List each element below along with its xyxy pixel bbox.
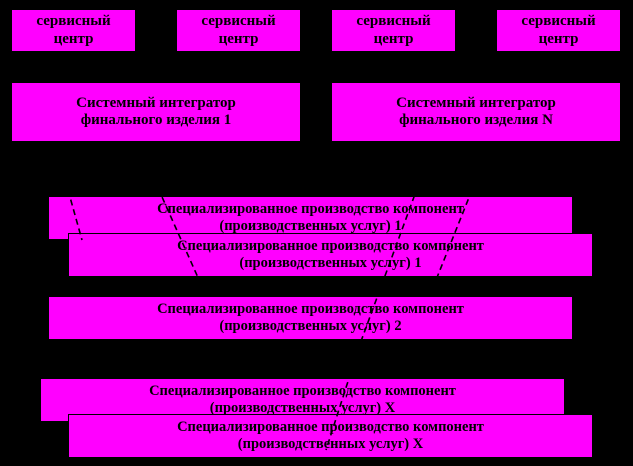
producer-label-line1: Специализированное производство компонен…: [177, 238, 484, 255]
producer-label-line1: Специализированное производство компонен…: [149, 383, 456, 400]
integrator-label-line2: финального изделия 1: [80, 112, 232, 128]
producer-x-front: Специализированное производство компонен…: [68, 414, 593, 458]
service-center-label-line2: центр: [218, 30, 259, 47]
integrator-label-line1: Системный интегратор: [76, 94, 236, 111]
producer-label-line1: Специализированное производство компонен…: [177, 419, 484, 436]
integrator-label-line2: финального изделия N: [399, 112, 553, 128]
service-center-label-line2: центр: [538, 30, 579, 47]
producer-label-line2: (производственных услуг) 2: [219, 318, 402, 334]
producer-label-line1: Специализированное производство компонен…: [157, 201, 464, 218]
service-center-label-line1: сервисный: [201, 13, 276, 30]
producer-label-line2: (производственных услуг) X: [237, 436, 424, 452]
producer-label-line2: (производственных услуг) 1: [239, 255, 422, 271]
service-center-label-line1: сервисный: [36, 13, 111, 30]
service-center-label-line2: центр: [53, 30, 94, 47]
service-center-label-line2: центр: [373, 30, 414, 47]
producer-label-line1: Специализированное производство компонен…: [157, 301, 464, 318]
producer-label-line2: (производственных услуг) 1: [219, 218, 402, 234]
producer-2: Специализированное производство компонен…: [48, 296, 573, 340]
integrator-label-line1: Системный интегратор: [396, 94, 556, 111]
service-center-label-line1: сервисный: [521, 13, 596, 30]
producer-1-front: Специализированное производство компонен…: [68, 233, 593, 277]
service-center-label-line1: сервисный: [356, 13, 431, 30]
connector-line: [241, 343, 251, 371]
